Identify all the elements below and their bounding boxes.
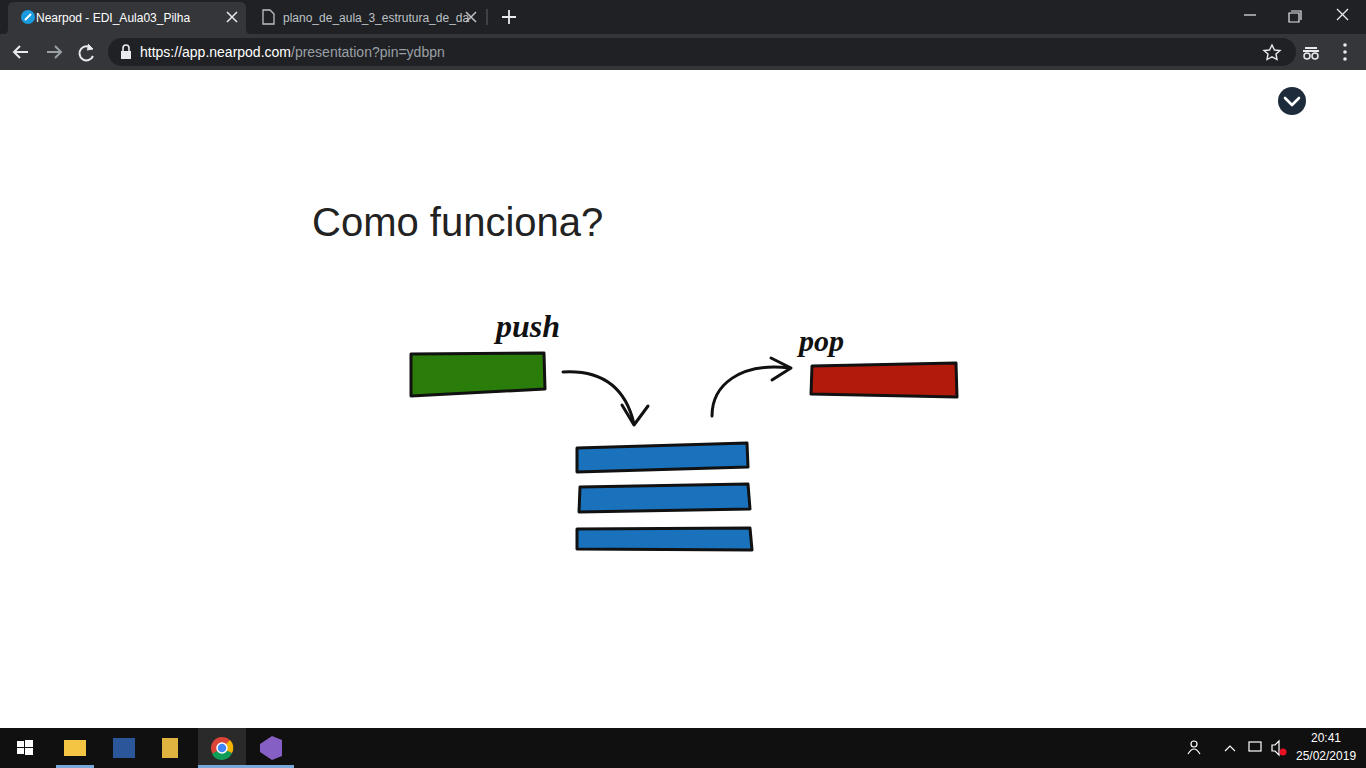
push-label: push	[496, 308, 560, 345]
url-path: /presentation?pin=ydbpn	[291, 44, 445, 60]
explorer-icon	[64, 740, 86, 756]
slide-title: Como funciona?	[312, 200, 603, 245]
tab-title: Nearpod - EDI_Aula03_Pilha	[36, 11, 190, 25]
menu-dots	[1343, 43, 1347, 47]
people-icon	[1188, 749, 1200, 754]
url-host: https://app.nearpod.com	[140, 44, 291, 60]
menu-dots	[1343, 50, 1347, 54]
incognito-icon	[1312, 53, 1318, 59]
lock-icon	[121, 51, 131, 59]
back-button	[14, 46, 28, 58]
restore-button	[1289, 11, 1301, 22]
address-field: https://app.nearpod.com/presentation?pin…	[140, 38, 1250, 66]
minimize-button	[1244, 14, 1256, 15]
new-tab-button	[502, 10, 516, 24]
address-bar	[108, 38, 1296, 66]
tab-title: plano_de_aula_3_estrutura_de_da	[283, 11, 469, 25]
clock-date: 25/02/2019	[1296, 749, 1356, 763]
active-app	[198, 728, 246, 768]
bookmark-star	[1264, 45, 1280, 60]
document-icon	[263, 10, 274, 24]
word-icon	[113, 738, 135, 758]
visual-studio-icon	[260, 736, 282, 760]
pop-arrowhead	[771, 358, 791, 380]
active-tab	[4, 2, 250, 34]
chrome-icon	[211, 737, 233, 759]
tab-close	[227, 12, 237, 22]
network-icon	[1249, 742, 1261, 751]
incognito-icon	[1303, 48, 1319, 51]
active-indicator	[56, 765, 94, 768]
active-indicator	[246, 765, 294, 768]
people-icon	[1191, 741, 1197, 747]
close-button	[1337, 9, 1348, 20]
nearpod-icon	[21, 10, 35, 24]
stack-item	[577, 443, 748, 472]
toolbar	[0, 34, 1366, 70]
push-arrowhead	[622, 405, 648, 425]
stack-item	[577, 528, 752, 550]
tab-divider	[487, 9, 488, 25]
clock-time: 20:41	[1311, 731, 1341, 745]
browser-tab: Nearpod - EDI_Aula03_Pilha	[36, 2, 222, 34]
nearpod-icon-mark	[25, 14, 31, 20]
pushed-item	[411, 353, 545, 396]
chevron-button	[1278, 87, 1306, 115]
forward-button	[47, 46, 61, 58]
popped-item	[811, 363, 957, 397]
pop-label: pop	[799, 324, 844, 358]
tray-chevron	[1225, 746, 1235, 751]
lock-shackle	[123, 45, 129, 51]
menu-dots	[1343, 57, 1347, 61]
chevron-mark	[1285, 98, 1299, 105]
browser-tab: plano_de_aula_3_estrutura_de_da	[283, 2, 474, 34]
active-indicator	[198, 765, 246, 768]
taskbar	[0, 728, 1366, 768]
stack-item	[579, 484, 750, 512]
push-arrow	[563, 372, 634, 424]
volume-icon	[1272, 741, 1279, 755]
chrome-icon	[217, 743, 227, 753]
tab-strip	[0, 0, 1366, 70]
incognito-icon	[1304, 53, 1310, 59]
windows-logo	[17, 740, 33, 755]
tool-icon	[162, 738, 178, 758]
reload-arrow	[87, 44, 93, 50]
mute-badge	[1280, 749, 1287, 756]
